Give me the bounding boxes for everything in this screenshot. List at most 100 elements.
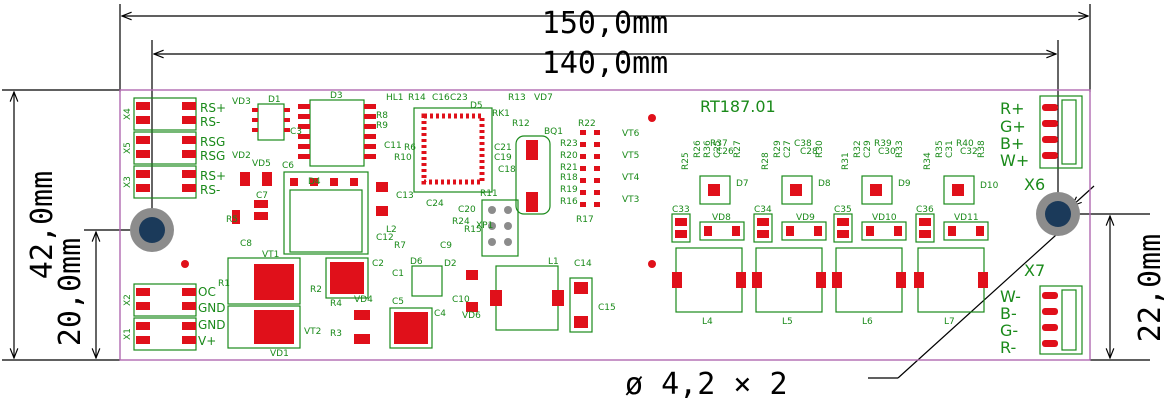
ref-d5: D5 (470, 101, 483, 111)
ref-c8: C8 (240, 239, 252, 249)
ref-c9: C9 (440, 241, 452, 251)
ref-r37: R37 (710, 139, 728, 149)
ref-c25: C25 (713, 140, 723, 158)
x7-label-3: G- (1000, 321, 1018, 340)
ref-c15: C15 (598, 303, 616, 313)
ref-c33: C33 (672, 205, 690, 215)
ref-r29: R29 (773, 140, 783, 158)
ref-x1: X1 (123, 328, 133, 340)
ref-vt6: VT6 (622, 129, 640, 139)
ref-c28: C28 (800, 147, 818, 157)
ref-c2: C2 (372, 259, 384, 269)
ref-vd9: VD9 (796, 213, 815, 223)
x6-label-3: B+ (1000, 134, 1024, 153)
ref-vd7: VD7 (534, 93, 553, 103)
ref-r22: R22 (578, 119, 596, 129)
ref-vd3: VD3 (232, 97, 251, 107)
board-outline (119, 89, 1091, 361)
ref-rk1: RK1 (492, 109, 510, 119)
ref-r27: R27 (733, 140, 743, 158)
ref-l5: L5 (782, 317, 793, 327)
x6-label-1: R+ (1000, 99, 1025, 118)
x2-label-1: OC (198, 285, 216, 299)
ref-c16: C16 (432, 93, 450, 103)
board-name: RT187.01 (700, 97, 776, 116)
ref-c35: C35 (834, 205, 852, 215)
ref-hl1: HL1 (386, 93, 404, 103)
ref-r17: R17 (576, 215, 594, 225)
ref-r18: R18 (560, 173, 578, 183)
mounting-hole-right (1036, 192, 1080, 236)
ref-d7: D7 (736, 179, 749, 189)
x5-label-2: RSG (200, 149, 225, 163)
ref-c11: C11 (384, 141, 402, 151)
ref-l7: L7 (944, 317, 955, 327)
ref-x5: X5 (123, 142, 133, 154)
ref-c10: C10 (452, 295, 470, 305)
ref-r14: R14 (408, 93, 426, 103)
x7-label-1: W- (1000, 287, 1021, 306)
ref-x2: X2 (123, 294, 133, 306)
ref-vd5: VD5 (252, 159, 271, 169)
ref-d9: D9 (898, 179, 911, 189)
ref-r23: R23 (560, 139, 578, 149)
ref-c29: C29 (863, 140, 873, 158)
x1-label-1: GND (198, 318, 226, 332)
x2-label-2: GND (198, 301, 226, 315)
ref-r38: R38 (977, 140, 987, 158)
ref-r20: R20 (560, 151, 578, 161)
dimension-lines (2, 4, 1150, 379)
ref-vd2: VD2 (232, 151, 251, 161)
ref-vd11: VD11 (954, 213, 979, 223)
ref-c12: C12 (376, 233, 394, 243)
ref-d2: D2 (444, 259, 457, 269)
ref-r19: R19 (560, 185, 578, 195)
ref-c7: C7 (256, 191, 268, 201)
x6-label-2: G+ (1000, 117, 1026, 136)
ref-r4: R4 (330, 299, 342, 309)
ref-d4: D4 (308, 177, 321, 187)
ref-vd10: VD10 (872, 213, 897, 223)
x5-label-1: RSG (200, 135, 225, 149)
fixed-parts (181, 99, 989, 349)
ref-r34: R34 (923, 152, 933, 170)
x3-label-1: RS+ (200, 169, 226, 183)
ref-r9: R9 (376, 121, 388, 131)
ref-l6: L6 (862, 317, 873, 327)
ref-d3: D3 (330, 91, 343, 101)
ref-d6: D6 (410, 257, 423, 267)
ref-vt3: VT3 (622, 195, 639, 205)
ref-r26: R26 (693, 140, 703, 158)
ref-x4: X4 (123, 108, 133, 120)
ref-r5: R5 (226, 215, 238, 225)
mounting-hole-left (130, 208, 174, 252)
ref-c13: C13 (396, 191, 414, 201)
ref-r36: R36 (703, 140, 713, 158)
left-connectors: X4 X5 X3 X2 X1 RS+ RS- RSG RSG RS+ RS- O… (123, 97, 226, 351)
ref-c4: C4 (434, 309, 446, 319)
ref-x7: X7 (1024, 261, 1045, 280)
ref-c14: C14 (574, 259, 592, 269)
ref-r21: R21 (560, 163, 578, 173)
ref-c1: C1 (392, 269, 404, 279)
x7-label-2: B- (1000, 304, 1017, 323)
ref-l4: L4 (702, 317, 713, 327)
right-connectors: R+ G+ B+ W+ X6 X7 W- B- G- R- (1000, 95, 1083, 357)
ref-c19: C19 (494, 153, 512, 163)
ref-c18: C18 (498, 165, 516, 175)
x3-label-2: RS- (200, 183, 220, 197)
ref-l1: L1 (548, 257, 559, 267)
ref-c38: C38 (794, 139, 812, 149)
ref-r2: R2 (310, 285, 322, 295)
dim-height-right-hole: 22,0mm (1133, 234, 1168, 342)
ref-r11: R11 (480, 189, 498, 199)
ref-bq1: BQ1 (544, 127, 563, 137)
ref-vd8: VD8 (712, 213, 731, 223)
ref-r15: R15 (464, 225, 482, 235)
ref-c5: C5 (392, 297, 404, 307)
ref-r7: R7 (394, 241, 406, 251)
ref-c24: C24 (426, 199, 444, 209)
x4-label-1: RS+ (200, 101, 226, 115)
